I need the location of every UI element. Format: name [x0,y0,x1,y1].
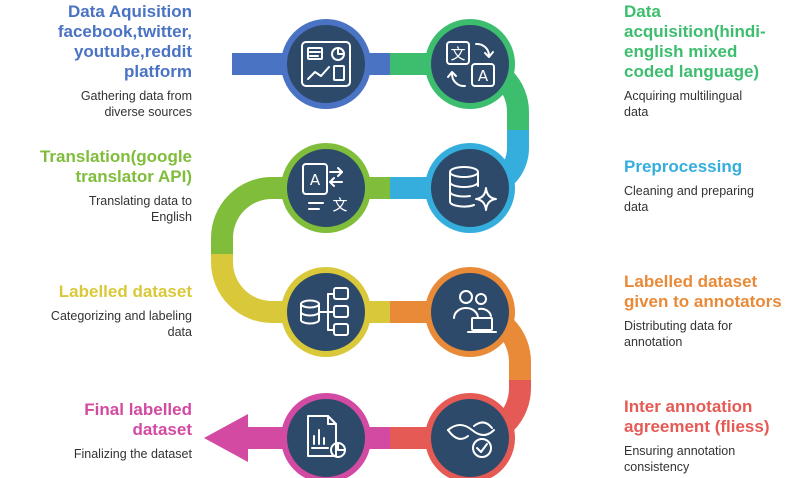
step-5-description: Categorizing and labeling data [50,309,192,339]
report-chart-icon [307,415,346,458]
step-circle-6 [425,267,515,357]
step-6-title: Labelled dataset given to annotators [624,272,782,311]
step-7-title: Inter annotation agreement (fliess) [624,397,770,436]
svg-text:文: 文 [332,196,347,214]
svg-text:A: A [478,67,489,85]
step-1-title: Data Aquisition facebook,twitter, youtub… [57,2,192,81]
step-6-label: Labelled dataset given to annotators Dis… [624,272,800,350]
agreement-check-icon [447,421,495,458]
path-segment-4 [211,177,390,254]
step-5-label: Labelled dataset Categorizing and labeli… [0,282,192,340]
translate-document-icon: A 文 [302,163,348,214]
step-2-description: Acquiring multilingual data [624,89,743,119]
step-2-title: Data acquisition(hindi- english mixed co… [624,2,766,81]
step-1-description: Gathering data from diverse sources [80,89,192,119]
step-8-description: Finalizing the dataset [73,447,192,461]
step-7-description: Ensuring annotation consistency [624,444,736,474]
step-5-title: Labelled dataset [58,282,192,301]
step-3-title: Preprocessing [624,157,743,176]
dashboard-icon [301,41,351,87]
path-segment-5 [211,254,390,323]
step-circle-5 [281,267,371,357]
step-1-label: Data Aquisition facebook,twitter, youtub… [0,2,192,120]
step-circle-4: A 文 [281,143,371,233]
step-4-label: Translation(google translator API) Trans… [0,147,192,225]
step-2-label: Data acquisition(hindi- english mixed co… [624,2,794,120]
database-tree-icon [300,287,349,336]
step-8-title: Final labelled dataset [84,400,192,439]
step-8-label: Final labelled dataset Finalizing the da… [0,400,192,462]
database-sparkle-icon [449,166,497,211]
step-6-description: Distributing data for annotation [624,319,733,349]
step-circle-7 [425,393,515,478]
step-3-label: Preprocessing Cleaning and preparing dat… [624,157,794,215]
step-circle-2: 文 A [425,19,515,109]
step-4-description: Translating data to English [88,194,192,224]
step-3-description: Cleaning and preparing data [624,184,754,214]
svg-text:文: 文 [450,45,465,63]
svg-text:A: A [310,171,321,189]
translate-icon: 文 A [446,41,495,88]
end-arrowhead [204,414,248,462]
step-circle-3 [425,143,515,233]
step-7-label: Inter annotation agreement (fliess) Ensu… [624,397,794,475]
step-circle-1 [281,19,371,109]
users-laptop-icon [453,290,497,333]
step-4-title: Translation(google translator API) [39,147,192,186]
step-circle-8 [281,393,371,478]
